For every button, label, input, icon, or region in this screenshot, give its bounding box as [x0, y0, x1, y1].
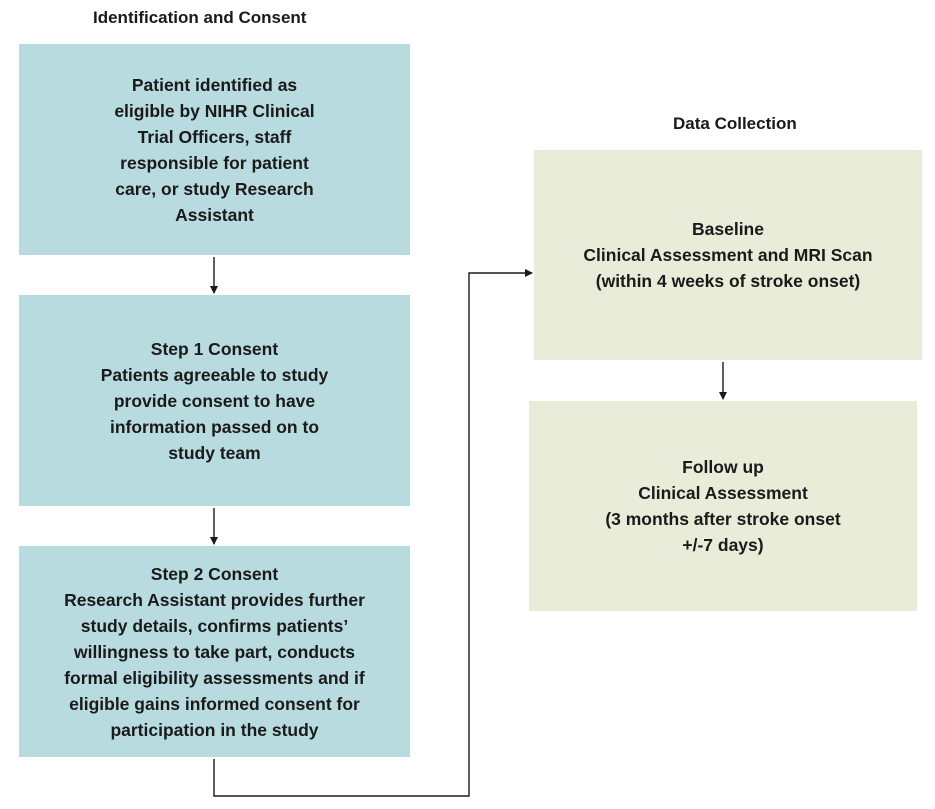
- step2-consent-box: Step 2 Consent Research Assistant provid…: [19, 546, 410, 757]
- box-text-line: Assistant: [175, 204, 254, 225]
- box-text-line: (within 4 weeks of stroke onset): [595, 271, 861, 291]
- box-text-line: study details, confirms patients’: [80, 615, 349, 636]
- box-text-line: Patients agreeable to study: [100, 364, 329, 385]
- box-text-line: Research Assistant provides further: [64, 589, 365, 610]
- box-text-line: study team: [168, 442, 261, 463]
- box-text-line: participation in the study: [110, 719, 319, 740]
- box-text-line: (3 months after stroke onset: [605, 509, 841, 529]
- box-text-line: eligible gains informed consent for: [69, 693, 360, 714]
- box-text-line: Clinical Assessment and MRI Scan: [583, 245, 873, 265]
- baseline-box: Baseline Clinical Assessment and MRI Sca…: [534, 150, 922, 360]
- box-text-line: eligible by NIHR Clinical: [114, 100, 315, 121]
- box-title: Step 2 Consent: [150, 563, 279, 584]
- box-text-line: responsible for patient: [120, 152, 309, 173]
- box-text-line: Patient identified as: [131, 74, 298, 95]
- box-title: Baseline: [692, 219, 764, 239]
- box-text-line: formal eligibility assessments and if: [64, 667, 365, 688]
- followup-box: Follow up Clinical Assessment (3 months …: [529, 401, 917, 611]
- box-title: Follow up: [682, 457, 764, 477]
- box-text-line: Trial Officers, staff: [137, 126, 292, 147]
- box-text-line: +/-7 days): [682, 535, 764, 555]
- box-text-line: care, or study Research: [115, 178, 314, 199]
- identification-box: Patient identified as eligible by NIHR C…: [19, 44, 410, 255]
- box-text-line: willingness to take part, conducts: [73, 641, 356, 662]
- data-collection-heading: Data Collection: [673, 114, 797, 133]
- box-title: Step 1 Consent: [150, 338, 279, 359]
- arrow-step2-to-baseline: [213, 269, 533, 797]
- box-text-line: information passed on to: [109, 416, 320, 437]
- box-text-line: provide consent to have: [113, 390, 316, 411]
- identification-consent-heading: Identification and Consent: [93, 8, 307, 27]
- step1-consent-box: Step 1 Consent Patients agreeable to stu…: [19, 295, 410, 506]
- box-text-line: Clinical Assessment: [638, 483, 808, 503]
